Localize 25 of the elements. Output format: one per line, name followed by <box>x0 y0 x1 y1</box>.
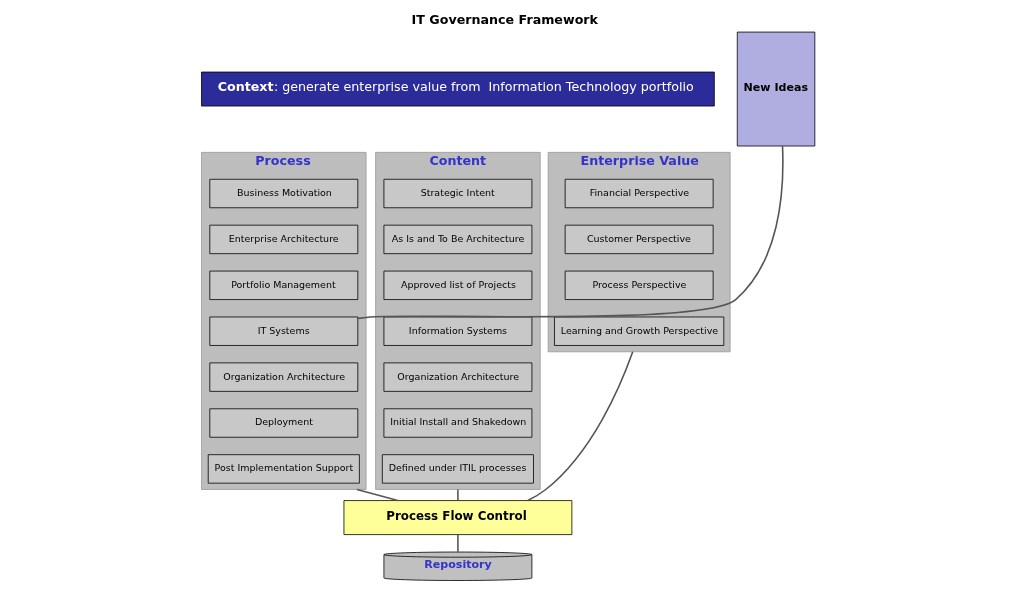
node-box: Enterprise Architecture <box>208 224 358 255</box>
node-box: As Is and To Be Architecture <box>383 224 532 255</box>
connector <box>456 488 459 502</box>
node-box: Customer Perspective <box>564 224 714 255</box>
node-box: Strategic Intent <box>383 178 532 209</box>
node-box: New Ideas <box>736 31 815 147</box>
connector <box>356 145 784 320</box>
node-box: Organization Architecture <box>383 362 532 392</box>
node-box: Process Perspective <box>564 270 714 300</box>
node-box: Defined under ITIL processes <box>381 454 534 484</box>
node-box: Financial Perspective <box>564 178 714 209</box>
node-box: Information Systems <box>383 316 532 346</box>
node-box: Business Motivation <box>208 178 358 209</box>
node-box: Deployment <box>208 408 358 438</box>
node-box: Learning and Growth Perspective <box>553 316 724 346</box>
node-box: Organization Architecture <box>208 362 358 392</box>
node-box: Process Flow Control <box>343 500 572 535</box>
node-box: Post Implementation Support <box>207 454 360 484</box>
node-box: Initial Install and Shakedown <box>383 408 532 438</box>
connector <box>456 534 459 553</box>
node-box: Portfolio Management <box>208 270 358 300</box>
node-box: IT Systems <box>208 316 358 346</box>
node-box: Approved list of Projects <box>383 270 532 300</box>
node-box: Context: generate enterprise value from Information Technology portfolio <box>200 71 715 107</box>
diagram-title: IT Governance Framework <box>411 11 598 27</box>
